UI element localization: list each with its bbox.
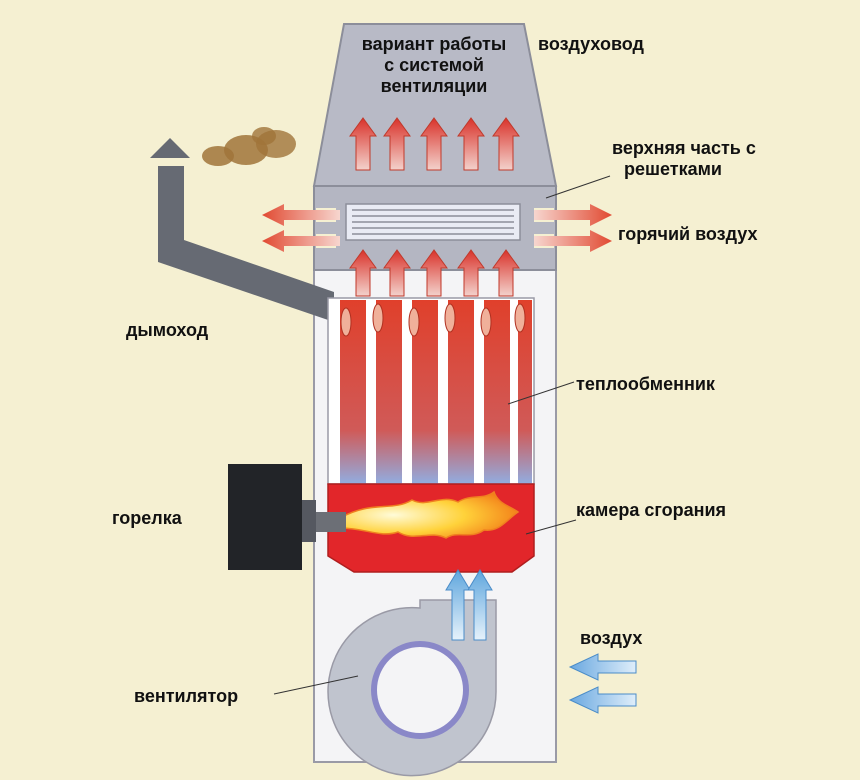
burner-mount: [302, 500, 316, 542]
tube-opening: [480, 307, 492, 337]
hot-air-up-arrow: [492, 117, 520, 171]
hot-air-label: горячий воздух: [618, 224, 758, 244]
grille-panel: [345, 203, 521, 241]
heat-exchanger-label: теплообменник: [576, 374, 715, 394]
hot-air-up-arrow: [349, 117, 377, 171]
flame-icon: [339, 490, 520, 539]
intake-air-arrow: [568, 686, 637, 714]
chimney-pipe: [150, 138, 334, 322]
combustion-chamber-label: камера сгорания: [576, 500, 727, 520]
top-grilles-line: верхняя часть с: [612, 138, 756, 158]
tube-opening: [372, 303, 384, 333]
fan-label: вентилятор: [134, 686, 239, 706]
hot-air-up-arrow: [420, 117, 448, 171]
hot-air-left-arrow: [262, 230, 340, 252]
chimney-cap-icon: [150, 138, 190, 158]
hot-air-up-arrow: [457, 249, 485, 297]
cold-air-up-arrow: [467, 569, 493, 641]
burner-label: горелка: [112, 508, 182, 528]
ventilation-option-line: вариант работы: [361, 34, 507, 54]
ventilation-option-line: с системой: [384, 55, 484, 75]
duct-up-arrows: [349, 117, 520, 171]
top-grilles-label: верхняя часть с решетками: [612, 138, 756, 180]
hot-air-left-arrow: [262, 204, 340, 226]
hot-air-up-arrow: [349, 249, 377, 297]
burner-unit: [228, 464, 302, 570]
burner-nozzle: [316, 512, 346, 532]
grille-up-arrows: [349, 249, 520, 297]
hot-air-up-arrow: [457, 117, 485, 171]
cold-air-up-arrow: [445, 569, 471, 641]
intake-air-arrow: [568, 653, 637, 681]
hot-air-up-arrow: [383, 117, 411, 171]
hot-air-right-arrow: [534, 204, 612, 226]
leader-lines: [273, 175, 611, 695]
hot-air-up-arrow: [383, 249, 411, 297]
hot-air-out-arrows: [262, 204, 612, 252]
ventilation-option-line: вентиляции: [380, 76, 488, 96]
hot-air-right-arrow: [534, 230, 612, 252]
tube-opening: [408, 307, 420, 337]
heat-exchanger-tube: [518, 300, 532, 486]
hot-air-up-arrow: [492, 249, 520, 297]
fan-rotor-ring: [371, 641, 469, 739]
ventilation-option-label: вариант работы с системой вентиляции: [344, 34, 524, 97]
tube-opening: [444, 303, 456, 333]
chimney-label: дымоход: [126, 320, 209, 340]
smoke-cloud: [202, 127, 296, 166]
hot-air-up-arrow: [420, 249, 448, 297]
tube-opening: [340, 307, 352, 337]
top-grilles-line: решетками: [624, 159, 722, 179]
air-duct-label: воздуховод: [538, 34, 644, 54]
air-label: воздух: [580, 628, 643, 648]
tube-opening: [514, 303, 526, 333]
heat-exchanger-tubes: [340, 300, 532, 486]
